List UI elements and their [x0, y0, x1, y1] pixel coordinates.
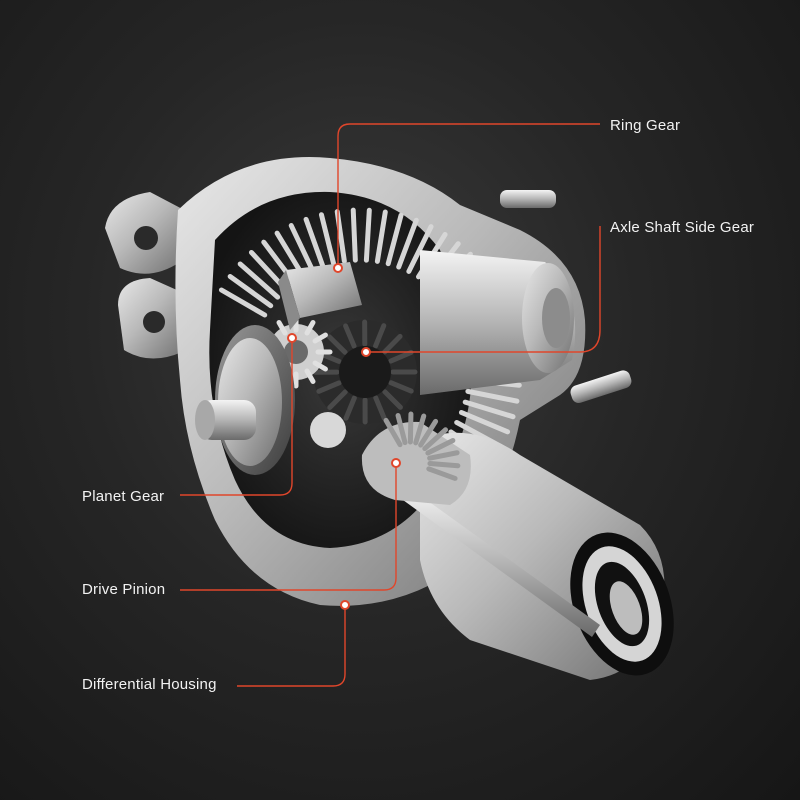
callout-line-ring-gear [337, 123, 600, 268]
gear-tooth [312, 332, 328, 344]
gear-tooth [326, 334, 348, 355]
gear-tooth [373, 395, 387, 421]
label-differential-housing: Differential Housing [82, 676, 217, 693]
gear-tooth [316, 380, 342, 394]
gear-tooth [413, 413, 427, 446]
gear-tooth [458, 409, 511, 435]
gear-tooth [343, 395, 357, 421]
side-flange [195, 325, 295, 475]
label-axle-shaft-side-gear: Axle Shaft Side Gear [610, 219, 755, 236]
gear-tooth [462, 399, 516, 420]
callout-lines [180, 123, 601, 687]
gear-tooth [304, 320, 316, 336]
callout-line-planet [180, 338, 293, 496]
carrier-cylinder [420, 250, 576, 395]
gear-tooth [304, 368, 316, 384]
gear-tooth [343, 323, 357, 349]
gear-tooth [373, 323, 387, 349]
gear-tooth [396, 217, 419, 270]
side-gear [312, 319, 418, 425]
gear-tooth [327, 389, 348, 410]
callout-line-housing [237, 605, 346, 687]
gear-tooth [427, 461, 461, 469]
axle-shafts [500, 190, 632, 404]
gear-tooth [385, 212, 404, 267]
gear-tooth [425, 437, 456, 456]
gear-tooth [363, 207, 372, 263]
gear-tooth [388, 380, 414, 394]
gear-tooth [406, 224, 434, 274]
gear-tooth [276, 320, 288, 336]
gear-tooth [350, 207, 358, 263]
callout-line-pinion [180, 463, 397, 591]
label-ring-gear: Ring Gear [610, 117, 681, 134]
gear-tooth [388, 349, 414, 364]
spider-block [278, 262, 362, 330]
gear-tooth [318, 212, 337, 266]
gear-tooth [395, 413, 408, 446]
gear-tooth [227, 274, 274, 309]
callout-dots [287, 263, 401, 610]
gear-tooth [407, 411, 414, 445]
gear-tooth [465, 388, 520, 404]
gear-tooth [237, 261, 281, 300]
gear-tooth [312, 360, 328, 372]
gear-tooth [383, 417, 403, 448]
gear-tooth [218, 287, 268, 318]
label-planet-gear: Planet Gear [82, 488, 165, 505]
gear-tooth [382, 389, 403, 410]
gear-tooth [374, 209, 388, 264]
pinion-housing [403, 432, 674, 680]
gear-tooth [426, 466, 458, 481]
drive-pinion [361, 411, 471, 505]
gear-tooth [288, 223, 316, 274]
label-drive-pinion: Drive Pinion [82, 581, 166, 598]
mounting-lugs [105, 192, 188, 359]
gear-tooth [303, 216, 326, 269]
gear-tooth [427, 450, 460, 461]
gear-tooth [382, 333, 403, 355]
callout-line-axle [366, 226, 601, 353]
gear-tooth [418, 418, 439, 448]
gear-tooth [422, 427, 449, 452]
